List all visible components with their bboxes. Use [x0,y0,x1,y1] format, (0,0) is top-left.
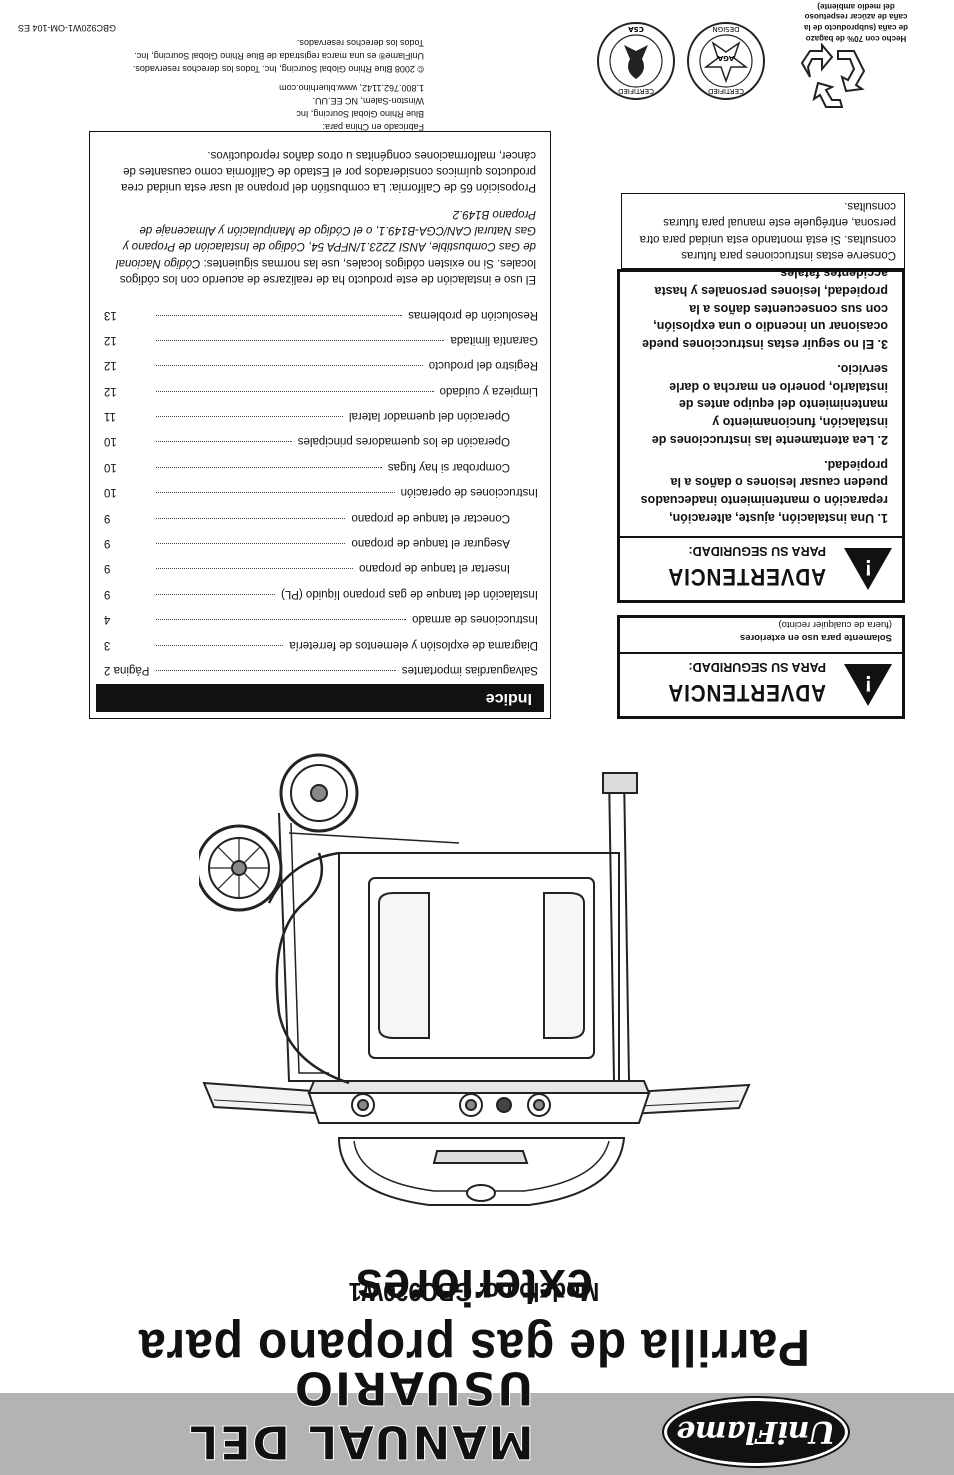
company-city: Winston-Salem, NC EE.UU. [312,95,424,106]
grill-illustration [199,753,751,1206]
toc-label: Operación del quemador lateral [348,410,510,423]
index-box: Indice Salvaguardias importantes Página 2… [89,131,551,719]
model-number: Modelo no. GBC920W1 [348,1277,600,1307]
toc-entry[interactable]: Comprobar si hay fugas 10 [104,447,538,473]
recycle-block: Hecho con 70% de bagazo de caña (subprod… [800,2,912,115]
warning-item: 3. El no seguir estas instrucciones pued… [642,266,888,352]
warning-triangle-icon: ! [844,664,892,706]
toc-entry[interactable]: Asegurar el tanque de propano 9 [104,524,538,549]
manufacturer-info: Fabricado en China para: Blue Rhino Glob… [124,36,424,133]
warning-title: ADVERTENCIA [667,563,826,590]
outdoor-only-text: Solamente para uso en exteriores [739,632,892,643]
toc-page: 10 [104,460,117,473]
toc-entry[interactable]: Operación de los quemadores principales 1… [104,422,538,447]
toc-page: 11 [104,410,116,423]
product-title: Parrilla de gas propano para exteriores [138,1258,810,1376]
seal-text: CSA [628,25,644,33]
toc-entry[interactable]: Insertar el tanque de propano 9 [104,549,538,574]
company-contact: 1.800.762.1142, www.bluerhino.com [279,82,424,93]
toc-label: Diagrama de explosión y elementos de fer… [289,638,538,651]
toc-label: Garantía limitada [450,333,538,346]
manual-title: MANUAL DEL USUARIO [188,1361,535,1470]
warning-header: ! ADVERTENCIA PARA SU SEGURIDAD: [620,544,902,600]
uniflame-logo: UniFlame [664,1398,848,1466]
toc-label: Resolución de problemas [408,308,538,321]
seal-text: AGA [717,54,734,62]
toc-page: 10 [104,435,117,448]
seal-text: DESIGN [713,25,740,33]
toc-label: Operación de los quemadores principales [297,435,510,448]
toc-page: 13 [104,308,117,321]
toc-label: Instalación del tanque de gas propano lí… [280,587,538,600]
warning-subtitle: PARA SU SEGURIDAD: [688,660,826,674]
seal-text: CERTIFIED [708,87,744,95]
toc-entry[interactable]: Instrucciones de armado 4 [104,600,538,625]
toc-page: 4 [104,613,111,626]
recycle-text: Hecho con 70% de bagazo de caña (subprod… [804,1,909,43]
toc-entry[interactable]: Garantía limitada 12 [104,321,538,346]
logo-text: UniFlame [676,1414,836,1450]
warning-note: Solamente para uso en exteriores (fuera … [620,609,902,652]
warning-list: 1. Una instalación, ajuste, alteración, … [620,264,902,537]
toc-label: Registro del producto [428,359,538,372]
csa-certified-seal: CERTIFIED CSA [597,22,675,100]
toc-label: Asegurar el tanque de propano [351,537,510,550]
toc-page: Página 2 [104,664,150,676]
codes-note: El uso e instalación de este producto ha… [104,206,536,288]
warning-triangle-icon: ! [844,548,892,590]
toc-page: 3 [104,638,111,651]
warning-outdoor-use: ! ADVERTENCIA PARA SU SEGURIDAD: Solamen… [617,615,905,719]
index-title: Indice [96,684,544,712]
toc-entry[interactable]: Instalación del tanque de gas propano lí… [104,574,538,600]
document-code: GBC920W1-OM-104 ES [17,23,116,33]
toc-entry[interactable]: Conectar el tanque de propano 9 [104,498,538,524]
toc-label: Instrucciones de operación [400,486,538,499]
toc-entry[interactable]: Salvaguardias importantes Página 2 [104,651,538,676]
made-in-text: Fabricado en China para: [322,122,424,132]
toc-page: 9 [104,537,111,550]
company-name: Blue Rhino Global Sourcing, Inc [296,108,424,119]
seal-text: CERTIFIED [618,87,654,95]
trademark-text: UniFlame® es una marca registrada de Blu… [134,37,424,61]
table-of-contents: Salvaguardias importantes Página 2 Diagra… [90,295,550,676]
warning-subtitle: PARA SU SEGURIDAD: [688,544,826,558]
copyright-text: © 2008 Blue Rhino Global Sourcing, Inc. … [132,63,424,74]
outdoor-only-detail: (fuera de cualquier recinto) [778,618,892,630]
warning-title: ADVERTENCIA [667,679,826,706]
prop65-note: Proposición 65 de California: La combust… [121,148,536,194]
keep-instructions-note: Conserve estas instrucciones para futura… [621,193,905,269]
toc-entry[interactable]: Limpieza y cuidado 12 [104,371,538,397]
toc-label: Conectar el tanque de propano [351,511,510,524]
warning-header: ! ADVERTENCIA PARA SU SEGURIDAD: [620,660,902,716]
toc-page: 12 [104,333,117,346]
recycle-icon [800,43,866,108]
toc-page: 9 [104,511,111,524]
toc-entry[interactable]: Registro del producto 12 [104,346,538,371]
toc-page: 9 [104,587,111,600]
toc-label: Instrucciones de armado [412,613,538,626]
toc-label: Insertar el tanque de propano [359,562,510,575]
toc-entry[interactable]: Operación del quemador lateral 11 [104,397,538,422]
toc-entry[interactable]: Resolución de problemas 13 [104,295,538,321]
toc-label: Comprobar si hay fugas [387,460,510,473]
toc-label: Salvaguardias importantes [401,664,538,676]
warning-instructions: ! ADVERTENCIA PARA SU SEGURIDAD: 1. Una … [617,266,905,603]
header-band: UniFlame MANUAL DEL USUARIO [0,1361,954,1475]
warning-item: 2. Lea atentamente las instrucciones de … [651,362,888,447]
toc-label: Limpieza y cuidado [439,384,538,397]
toc-entry[interactable]: Diagrama de explosión y elementos de fer… [104,625,538,651]
toc-entry[interactable]: Instrucciones de operación 10 [104,473,538,498]
warning-item: 1. Una instalación, ajuste, alteración, … [640,457,888,525]
toc-page: 12 [104,384,117,397]
toc-page: 10 [104,486,117,499]
design-certified-seal: CERTIFIED DESIGN AGA [687,22,765,100]
toc-page: 12 [104,359,117,372]
toc-page: 9 [104,562,111,575]
